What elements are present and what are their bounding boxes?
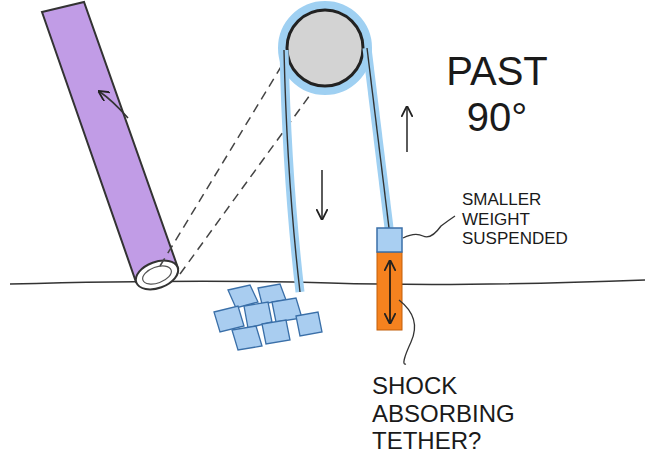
rope-right — [367, 48, 389, 228]
purple-tube — [42, 2, 178, 282]
ice-pile — [214, 284, 322, 350]
tube-opening — [132, 255, 182, 294]
rotation-arrow — [100, 92, 128, 118]
rope-right-line — [367, 48, 389, 228]
tether-label: SHOCK ABSORBING TETHER? — [372, 372, 562, 455]
angle-note: PAST 90° — [432, 48, 562, 140]
pulley-wheel — [287, 10, 363, 86]
rope-wrap — [282, 5, 368, 91]
leader-line — [403, 216, 455, 238]
dashed-sightline — [160, 52, 290, 266]
ice-block — [296, 312, 322, 336]
down-arrow — [321, 170, 323, 218]
ice-block — [232, 326, 262, 350]
ice-block — [262, 320, 290, 344]
rope-left-line — [284, 50, 300, 292]
tube-inner-rim — [140, 262, 174, 287]
weight-label: SMALLER WEIGHT SUSPENDED — [462, 190, 582, 249]
small-weight — [377, 228, 402, 252]
ground-line — [10, 280, 645, 284]
tether-double-arrow — [389, 262, 391, 322]
rope-left — [284, 50, 300, 292]
leader-line — [399, 300, 415, 364]
up-arrow — [406, 108, 408, 152]
tether-band — [377, 252, 402, 330]
